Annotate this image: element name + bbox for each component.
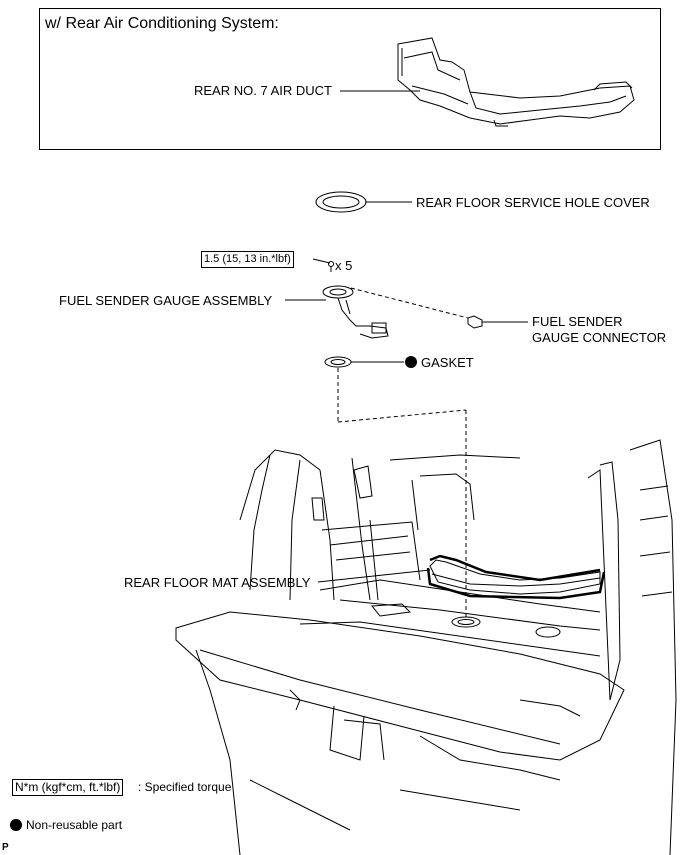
- floor-mat-label: REAR FLOOR MAT ASSEMBLY: [124, 575, 311, 590]
- legend-nonreusable: Non-reusable part: [26, 818, 123, 832]
- vehicle-rear-drawing: [175, 439, 677, 855]
- service-hole-cover-label: REAR FLOOR SERVICE HOLE COVER: [416, 195, 650, 210]
- legend-nonreusable-icon: [10, 819, 22, 831]
- air-duct-drawing: [340, 37, 635, 127]
- connector-label-line2: GAUGE CONNECTOR: [532, 330, 667, 345]
- fuel-sender-gauge-label: FUEL SENDER GAUGE ASSEMBLY: [59, 293, 273, 308]
- screw-icon: [328, 261, 334, 267]
- duct-label: REAR NO. 7 AIR DUCT: [194, 83, 332, 98]
- connector-drawing: [467, 315, 528, 329]
- torque-spec-box: 1.5 (15, 13 in.*lbf): [201, 251, 294, 268]
- inset-heading: w/ Rear Air Conditioning System:: [45, 15, 279, 32]
- screw-quantity: x 5: [335, 258, 353, 273]
- gasket-label: GASKET: [421, 355, 474, 370]
- footer-code: P: [2, 842, 9, 853]
- inset-frame: [39, 8, 661, 150]
- legend-torque-desc: : Specified torque: [138, 780, 232, 794]
- legend-torque-unit: N*m (kgf*cm, ft.*lbf): [12, 779, 124, 796]
- service-hole-cover-drawing: [315, 191, 412, 213]
- gasket-drawing: [324, 356, 404, 368]
- connector-label-line1: FUEL SENDER: [532, 314, 623, 329]
- fuel-sender-gauge-drawing: [285, 285, 389, 339]
- nonreusable-marker-icon: [405, 356, 417, 368]
